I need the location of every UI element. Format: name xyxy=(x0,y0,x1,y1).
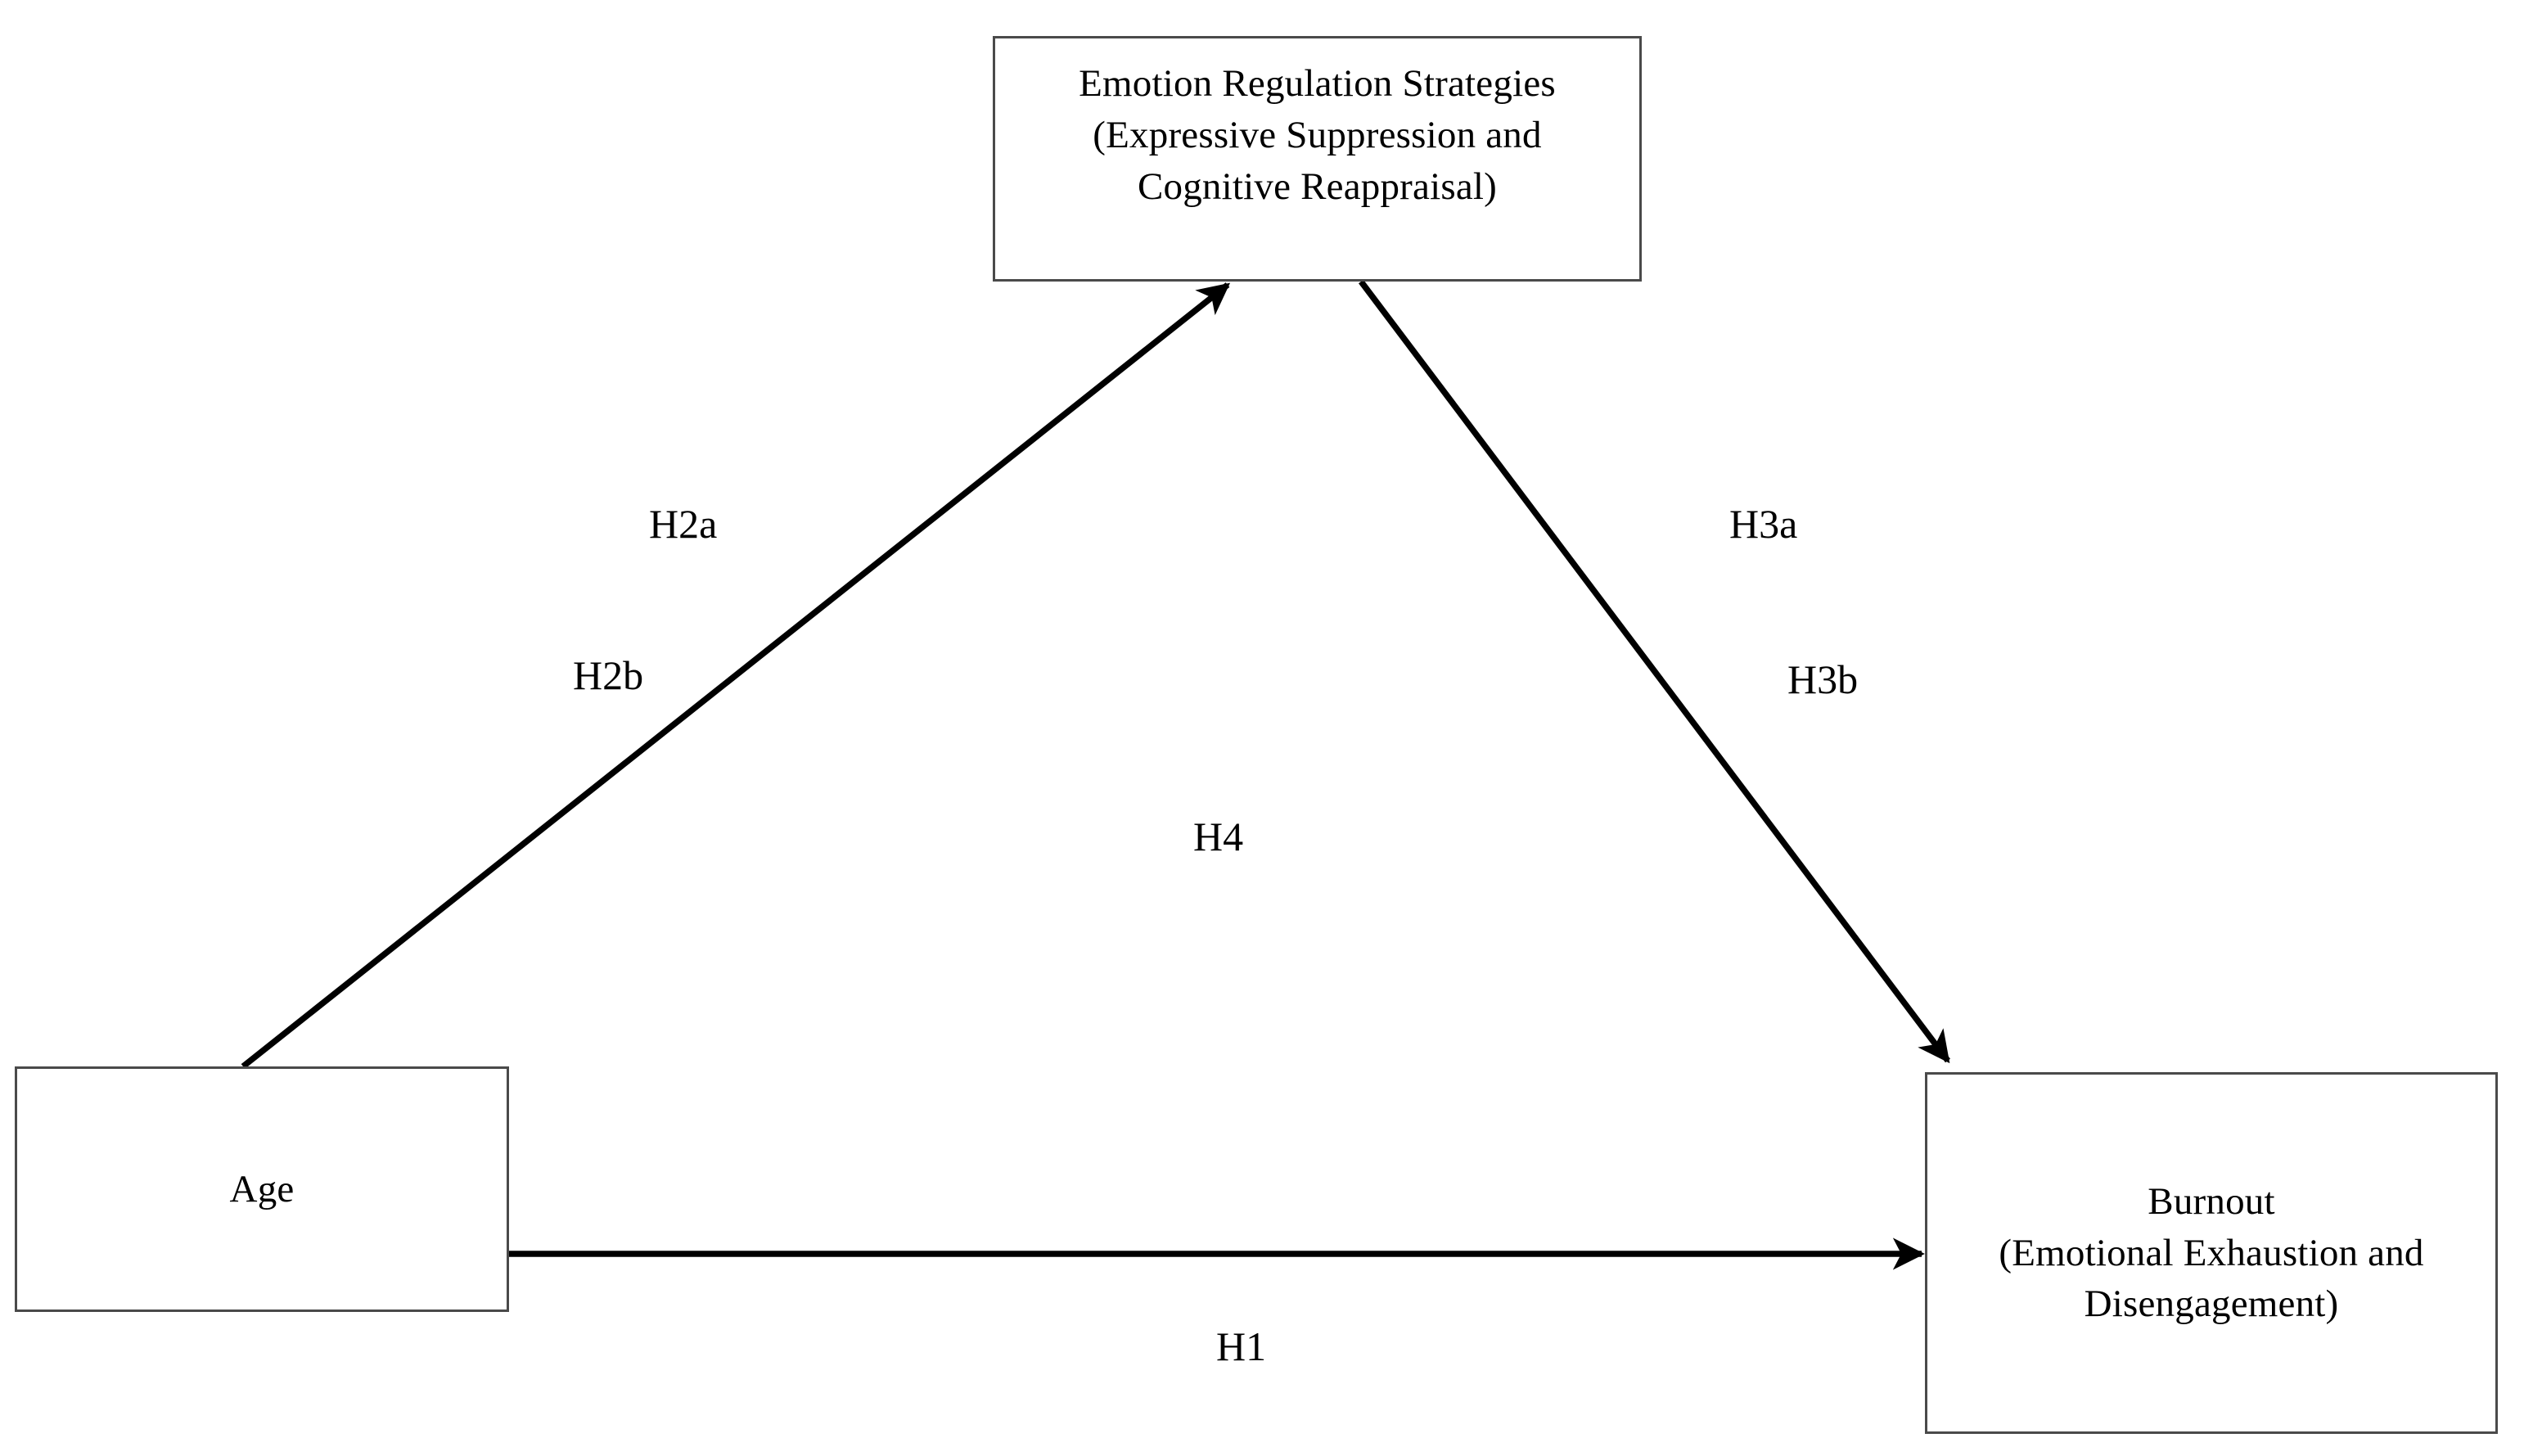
edge-label-h3a: H3a xyxy=(1729,501,1798,547)
node-mediator-line-2: (Expressive Suppression and xyxy=(1093,113,1542,156)
node-predictor-line-1: Age xyxy=(229,1167,295,1210)
edge-age-to-mediator xyxy=(241,282,1231,1069)
node-emotion-regulation-strategies[interactable]: Emotion Regulation Strategies (Expressiv… xyxy=(993,36,1642,282)
edge-label-h4: H4 xyxy=(1193,814,1244,859)
edge-mediator-to-burnout xyxy=(1359,279,1950,1064)
node-mediator-line-3: Cognitive Reappraisal) xyxy=(1137,165,1498,208)
node-mediator-line-1: Emotion Regulation Strategies xyxy=(1079,62,1556,105)
node-outcome-line-1: Burnout xyxy=(2148,1179,2275,1223)
edge-label-h2b: H2b xyxy=(573,652,644,698)
node-age[interactable]: Age xyxy=(15,1066,509,1312)
edge-label-h3b: H3b xyxy=(1787,656,1859,702)
edge-label-h1: H1 xyxy=(1216,1323,1267,1369)
node-outcome-line-2: (Emotional Exhaustion and xyxy=(1999,1231,2424,1274)
node-outcome-line-3: Disengagement) xyxy=(2084,1282,2339,1326)
edge-label-h2a: H2a xyxy=(649,501,718,547)
node-burnout[interactable]: Burnout (Emotional Exhaustion and Diseng… xyxy=(1925,1072,2498,1434)
